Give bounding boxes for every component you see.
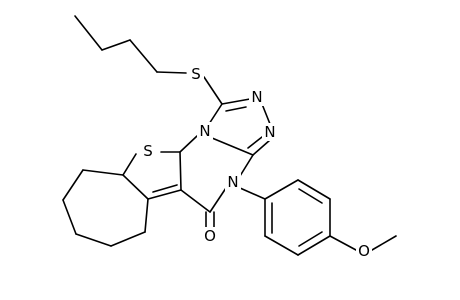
bond (297, 179, 331, 200)
bond (221, 98, 251, 105)
bond (82, 169, 124, 176)
atom-label: O (358, 242, 370, 260)
atom-s-thioether: S (188, 65, 204, 83)
atom-label: N (227, 173, 238, 191)
bond (239, 187, 266, 200)
bond (62, 199, 77, 235)
bond (122, 174, 149, 200)
atom-n-triazole-top: N (249, 88, 265, 106)
bond (129, 39, 158, 73)
bond (239, 154, 254, 177)
bond (101, 39, 131, 51)
bond (329, 235, 357, 251)
atom-o-methoxy: O (356, 242, 372, 260)
atom-label: N (264, 123, 275, 141)
bond (225, 106, 247, 112)
bond (203, 76, 223, 105)
atom-label: N (199, 122, 210, 140)
bond (144, 198, 149, 233)
atom-o-carbonyl: O (202, 227, 218, 245)
bond (180, 189, 211, 213)
atom-label: S (191, 65, 201, 83)
atom-n-triazole-right: N (262, 123, 278, 141)
atom-n-amide: N (225, 173, 241, 191)
bond (208, 103, 223, 125)
bond (122, 153, 137, 176)
bond (298, 231, 323, 247)
atom-n-bridgehead: N (197, 122, 213, 140)
bond (247, 136, 263, 149)
bond (261, 103, 271, 125)
bond (264, 179, 299, 200)
atom-s-thiophene: S (140, 142, 156, 160)
atom-label: O (204, 227, 216, 245)
bond (110, 231, 146, 247)
bond (62, 169, 84, 201)
bond (371, 235, 397, 251)
atom-labels: S N N N N S O O (140, 65, 372, 260)
bond (264, 235, 299, 256)
bond (74, 15, 103, 51)
bond (298, 188, 323, 204)
atom-label: N (251, 88, 262, 106)
bond (211, 137, 254, 156)
atom-label: S (143, 142, 153, 160)
bond (75, 233, 112, 247)
bond (179, 151, 182, 191)
bond (147, 189, 182, 200)
bonds (62, 15, 397, 256)
bond (156, 71, 187, 74)
bond (152, 184, 178, 193)
bond (209, 187, 227, 213)
bond (179, 135, 198, 153)
bond (252, 139, 271, 156)
bond (297, 235, 331, 256)
